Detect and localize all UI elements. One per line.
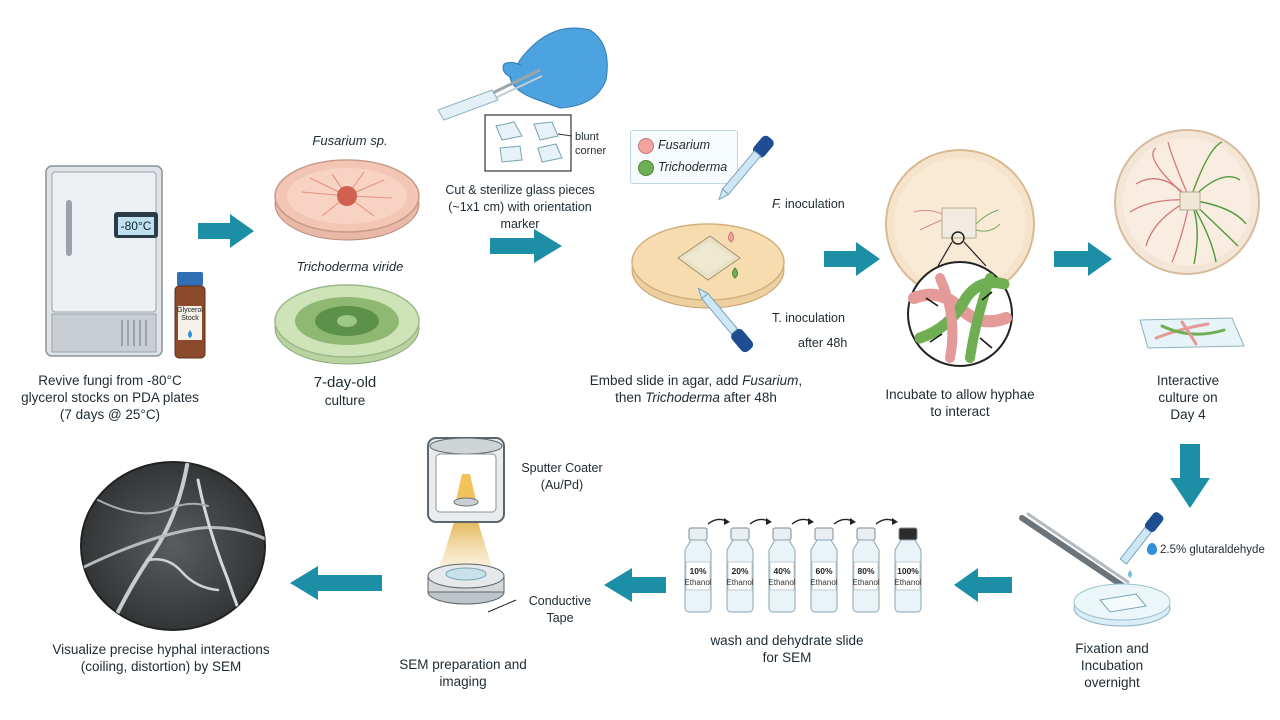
sem-micrograph <box>80 461 266 631</box>
caption-embed-f: after 48h <box>719 390 777 405</box>
flow-arrow-down <box>1170 444 1210 508</box>
ethanol-vial: 40% Ethanol <box>768 527 796 613</box>
fusarium-culture-plate <box>274 159 420 241</box>
agar-plate-with-slide <box>631 135 785 353</box>
ethanol-vial: 10% Ethanol <box>684 527 712 613</box>
sputter-coater-illustration <box>427 437 505 605</box>
blunt-corner-label: blunt corner <box>575 131 607 157</box>
caption-wash-dehydrate: wash and dehydrate slide for SEM <box>710 633 864 665</box>
sputter-coater-label: Sputter Coater (Au/Pd) <box>521 461 603 492</box>
f-inoculation-label: F. inoculation <box>772 197 845 212</box>
ethanol-vials-row: 10% Ethanol 20% Ethanol 40% Ethanol 60% Ethanol… <box>680 527 940 613</box>
gloved-hand-forceps-illustration <box>437 27 608 121</box>
flow-arrow-right <box>490 229 562 263</box>
freezer-temperature-display: -80°C <box>117 216 155 236</box>
ethanol-vial-solvent: Ethanol <box>894 578 921 587</box>
incubation-plate-magnified <box>885 149 1035 367</box>
trichoderma-culture-plate <box>274 284 420 365</box>
fusarium-legend-label: Fusarium <box>658 138 711 152</box>
f-inoculation-text: F. inoculation <box>772 197 845 211</box>
glass-pieces-box <box>484 114 573 172</box>
glycerol-vial-illustration <box>174 272 206 359</box>
t-inoculation-label: T. inoculation <box>772 311 845 325</box>
ethanol-vial-percent: 100% <box>897 566 919 576</box>
ultra-low-freezer-illustration <box>45 165 163 357</box>
ethanol-vial-percent: 10% <box>689 566 706 576</box>
ethanol-vial: 20% Ethanol <box>726 527 754 613</box>
fusarium-plate-title: Fusarium sp. <box>312 133 388 148</box>
ethanol-vial-solvent: Ethanol <box>852 578 879 587</box>
ethanol-vial-solvent: Ethanol <box>810 578 837 587</box>
trichoderma-plate-title: Trichoderma viride <box>296 259 404 274</box>
ethanol-series <box>684 510 934 610</box>
caption-embed-slide: Embed slide in agar, add Fusarium, then … <box>566 372 826 406</box>
ethanol-vial-percent: 40% <box>773 566 790 576</box>
trichoderma-legend-swatch <box>638 160 654 176</box>
flow-arrow-right <box>1054 242 1112 276</box>
interactive-culture-plate <box>1114 129 1260 349</box>
caption-cut-sterilize-glass: Cut & sterilize glass pieces (~1x1 cm) w… <box>445 183 595 231</box>
trichoderma-legend-label: Trichoderma <box>658 160 728 174</box>
ethanol-vial-percent: 20% <box>731 566 748 576</box>
ethanol-vial-percent: 60% <box>815 566 832 576</box>
fixation-forceps-and-dropper <box>1019 512 1171 627</box>
caption-visualize-sem: Visualize precise hyphal interactions (c… <box>52 642 270 674</box>
ethanol-vial-solvent: Ethanol <box>768 578 795 587</box>
conductive-tape-pointer <box>487 599 517 613</box>
glutaraldehyde-drop-icon <box>1147 543 1157 555</box>
caption-culture-line1: 7-day-old <box>313 374 377 391</box>
fusarium-legend-swatch <box>638 138 654 154</box>
caption-incubate: Incubate to allow hyphae to interact <box>885 387 1035 419</box>
caption-embed-d: then <box>615 390 646 405</box>
flow-arrow-left <box>604 568 666 602</box>
flow-arrow-right <box>824 242 880 276</box>
caption-culture-line2: culture <box>324 393 366 408</box>
caption-embed-c: , <box>798 373 803 388</box>
ethanol-vial: 100% Ethanol <box>894 527 922 613</box>
ethanol-vial: 80% Ethanol <box>852 527 880 613</box>
glutaraldehyde-label: 2.5% glutaraldehyde <box>1160 544 1265 556</box>
caption-fixation: Fixation and Incubation overnight <box>1075 641 1149 690</box>
caption-embed-b: Fusarium <box>742 373 799 388</box>
flow-arrow-right <box>198 214 254 248</box>
caption-embed-a: Embed slide in agar, add <box>589 373 743 388</box>
glycerol-vial-label: Glycerol Stock <box>177 307 203 322</box>
t-inoculation-delay: after 48h <box>798 336 848 350</box>
ethanol-vial: 60% Ethanol <box>810 527 838 613</box>
ethanol-vial-percent: 80% <box>857 566 874 576</box>
vial-step-arrows <box>707 518 898 525</box>
caption-embed-e: Trichoderma <box>645 390 720 405</box>
ethanol-vial-solvent: Ethanol <box>684 578 711 587</box>
caption-interactive-culture: Interactive culture on Day 4 <box>1156 373 1220 422</box>
flow-arrow-left <box>290 566 382 600</box>
flow-arrow-left <box>954 568 1012 602</box>
caption-sem-preparation: SEM preparation and imaging <box>399 657 527 689</box>
ethanol-vial-solvent: Ethanol <box>726 578 753 587</box>
conductive-tape-label: Conductive Tape <box>528 594 592 625</box>
caption-revive-fungi: Revive fungi from -80°C glycerol stocks … <box>21 373 199 422</box>
